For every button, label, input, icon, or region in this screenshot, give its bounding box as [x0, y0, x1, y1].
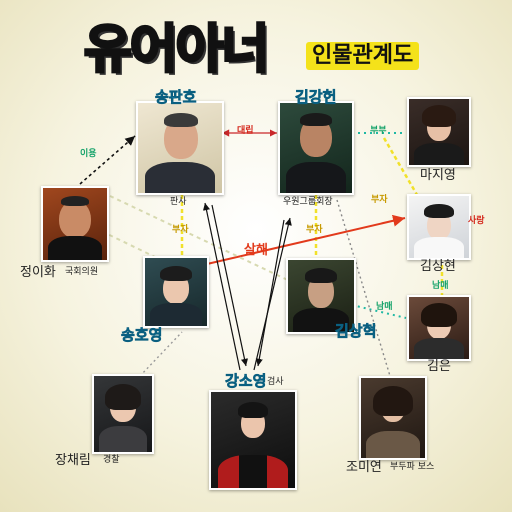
label-siblings: 남매: [376, 302, 393, 312]
page-subtitle: 인물관계도: [306, 42, 420, 71]
murder-arrow: [206, 214, 406, 265]
role-jung-ihwa: 국회의원: [65, 267, 99, 277]
portrait-kim-ganghun: [278, 101, 354, 195]
role-kim-ganghun: 우원그룹회장: [283, 197, 333, 207]
portrait-kim-sanghyun: [407, 194, 471, 260]
use-arrow: [79, 135, 136, 185]
role-jang-chaerim: 경찰: [103, 455, 120, 465]
portrait-kim-sanghyuk: [286, 258, 356, 334]
portrait-jang-chaerim: [92, 374, 154, 454]
name-kim-sanghyuk: 김상혁: [335, 322, 377, 340]
kang-to-kim-arrow: [253, 217, 292, 371]
name-kim-sanghyun: 김상현: [420, 259, 456, 274]
name-jung-ihwa: 정이화: [20, 265, 56, 280]
name-song-hoyoung: 송호영: [121, 326, 163, 344]
portrait-ma-jiyoung: [407, 97, 471, 167]
kim-to-jo-line: [336, 199, 391, 377]
name-kim-ganghun: 김강헌: [295, 88, 337, 106]
father-son-line-kim: [382, 137, 422, 201]
name-kim-eun: 김은: [427, 359, 451, 374]
name-jang-chaerim: 장채림: [55, 453, 91, 468]
portrait-kang-soyoung: [209, 390, 297, 490]
page-title: 유어아너: [82, 20, 270, 80]
label-use: 이용: [80, 149, 97, 159]
role-kang-soyoung: 검사: [267, 377, 284, 387]
kim-to-kang-arrow: [255, 219, 285, 367]
label-father-son-right: 부자: [306, 225, 323, 235]
portrait-kim-eun: [407, 295, 471, 361]
role-song-panho: 판사: [170, 197, 187, 207]
kang-to-song-arrow: [202, 202, 241, 371]
portrait-jo-miyeon: [359, 376, 427, 460]
label-father-son-left: 부자: [172, 225, 189, 235]
role-jo-miyeon: 부두파 보스: [390, 462, 435, 472]
portrait-song-panho: [136, 101, 224, 195]
label-father-son-kim: 부자: [371, 195, 388, 205]
label-rival: 대립: [237, 126, 254, 136]
label-couple: 부부: [370, 126, 387, 136]
name-kang-soyoung: 강소영: [225, 372, 267, 390]
name-song-panho: 송판호: [155, 88, 197, 106]
name-jo-miyeon: 조미연: [346, 460, 382, 475]
portrait-jung-ihwa: [41, 186, 109, 262]
name-ma-jiyoung: 마지영: [420, 168, 456, 183]
label-siblings-top: 남매: [432, 281, 449, 291]
jang-to-song-line: [139, 331, 183, 377]
label-love: 사랑: [468, 216, 485, 226]
label-murder: 살해: [244, 243, 268, 258]
portrait-song-hoyoung: [143, 256, 209, 328]
song-to-kang-arrow: [211, 204, 249, 367]
